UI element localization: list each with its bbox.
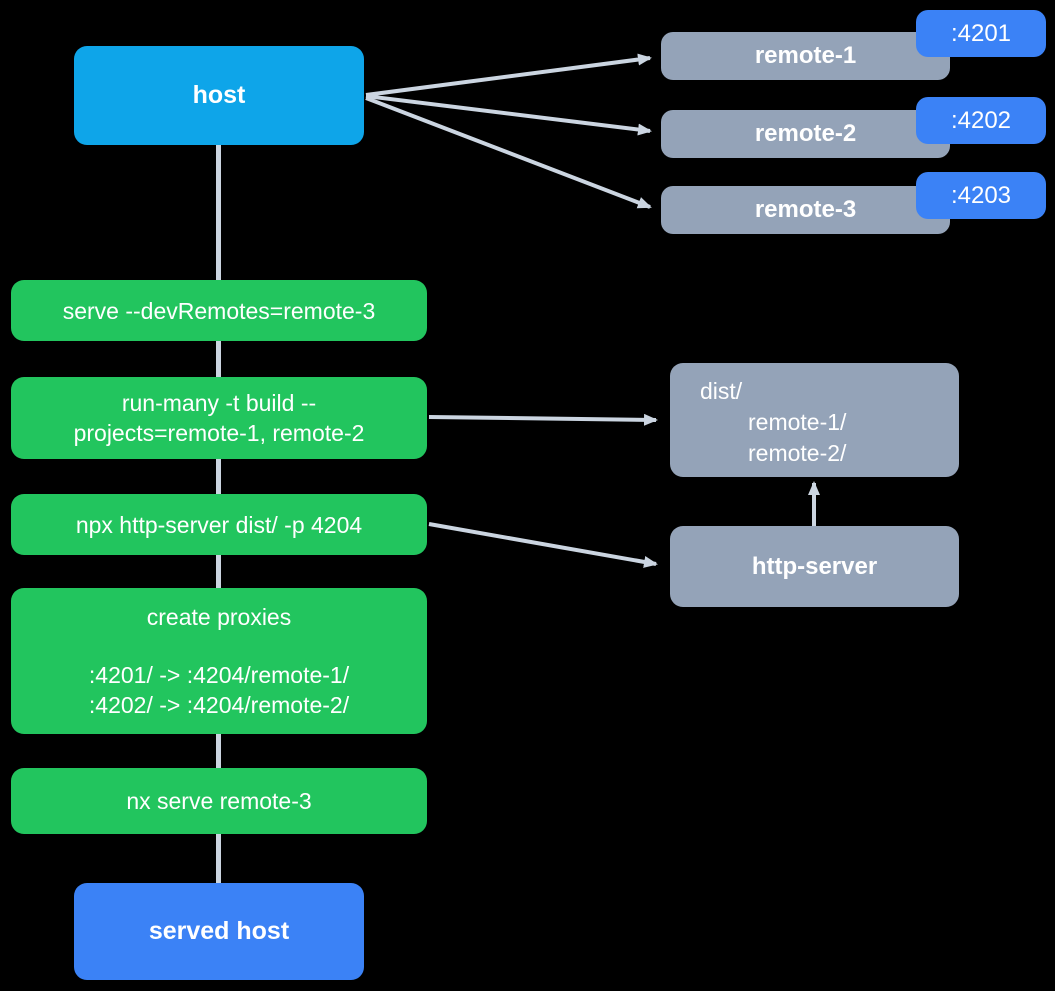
remote-1-label: remote-1 [754, 42, 857, 69]
http-server-node: http-server [670, 526, 959, 607]
http-server-label: http-server [751, 552, 878, 580]
remote-1-port-badge: :4201 [916, 10, 1046, 57]
step-serve-devremotes: serve --devRemotes=remote-3 [11, 280, 427, 341]
step-serve-devremotes-label: serve --devRemotes=remote-3 [62, 297, 376, 324]
arrow-build-to-dist [428, 413, 658, 426]
step-create-proxies: create proxies :4201/ -> :4204/remote-1/… [11, 588, 427, 734]
remote-3-port: :4203 [950, 181, 1012, 209]
remote-2-port-badge: :4202 [916, 97, 1046, 144]
arrow-npx-to-http-server [428, 522, 658, 568]
proxy-rule-1: :4201/ -> :4204/remote-1/ [88, 662, 350, 688]
served-host-node: served host [74, 883, 364, 980]
dist-line-remote-2: remote-2/ [748, 440, 847, 466]
step-run-many-build: run-many -t build -- projects=remote-1, … [11, 377, 427, 459]
step-create-proxies-title: create proxies [146, 604, 292, 630]
remote-1-node: remote-1 [661, 32, 950, 80]
remote-3-label: remote-3 [754, 196, 857, 223]
host-node: host [74, 46, 364, 145]
remote-3-port-badge: :4203 [916, 172, 1046, 219]
arrow-host-to-remote-2 [365, 94, 652, 136]
served-host-label: served host [148, 917, 290, 945]
step-run-many-line-2: projects=remote-1, remote-2 [73, 420, 365, 446]
remote-2-port: :4202 [950, 106, 1012, 134]
remote-2-label: remote-2 [754, 120, 857, 147]
arrow-host-to-remote-1 [365, 53, 652, 97]
arrow-host-to-remote-3 [365, 96, 652, 209]
remote-3-node: remote-3 [661, 186, 950, 234]
step-nx-serve-remote-3-label: nx serve remote-3 [126, 788, 312, 814]
step-run-many-line-1: run-many -t build -- [121, 390, 317, 416]
dist-line-root: dist/ [700, 378, 743, 404]
dist-line-remote-1: remote-1/ [748, 409, 847, 435]
host-label: host [192, 81, 246, 109]
remote-1-port: :4201 [950, 19, 1012, 47]
step-npx-http-server-label: npx http-server dist/ -p 4204 [75, 511, 363, 538]
dist-folder-node: dist/ remote-1/ remote-2/ [670, 363, 959, 477]
step-nx-serve-remote-3: nx serve remote-3 [11, 768, 427, 834]
remote-2-node: remote-2 [661, 110, 950, 158]
step-npx-http-server: npx http-server dist/ -p 4204 [11, 494, 427, 555]
proxy-rule-2: :4202/ -> :4204/remote-2/ [88, 692, 350, 718]
